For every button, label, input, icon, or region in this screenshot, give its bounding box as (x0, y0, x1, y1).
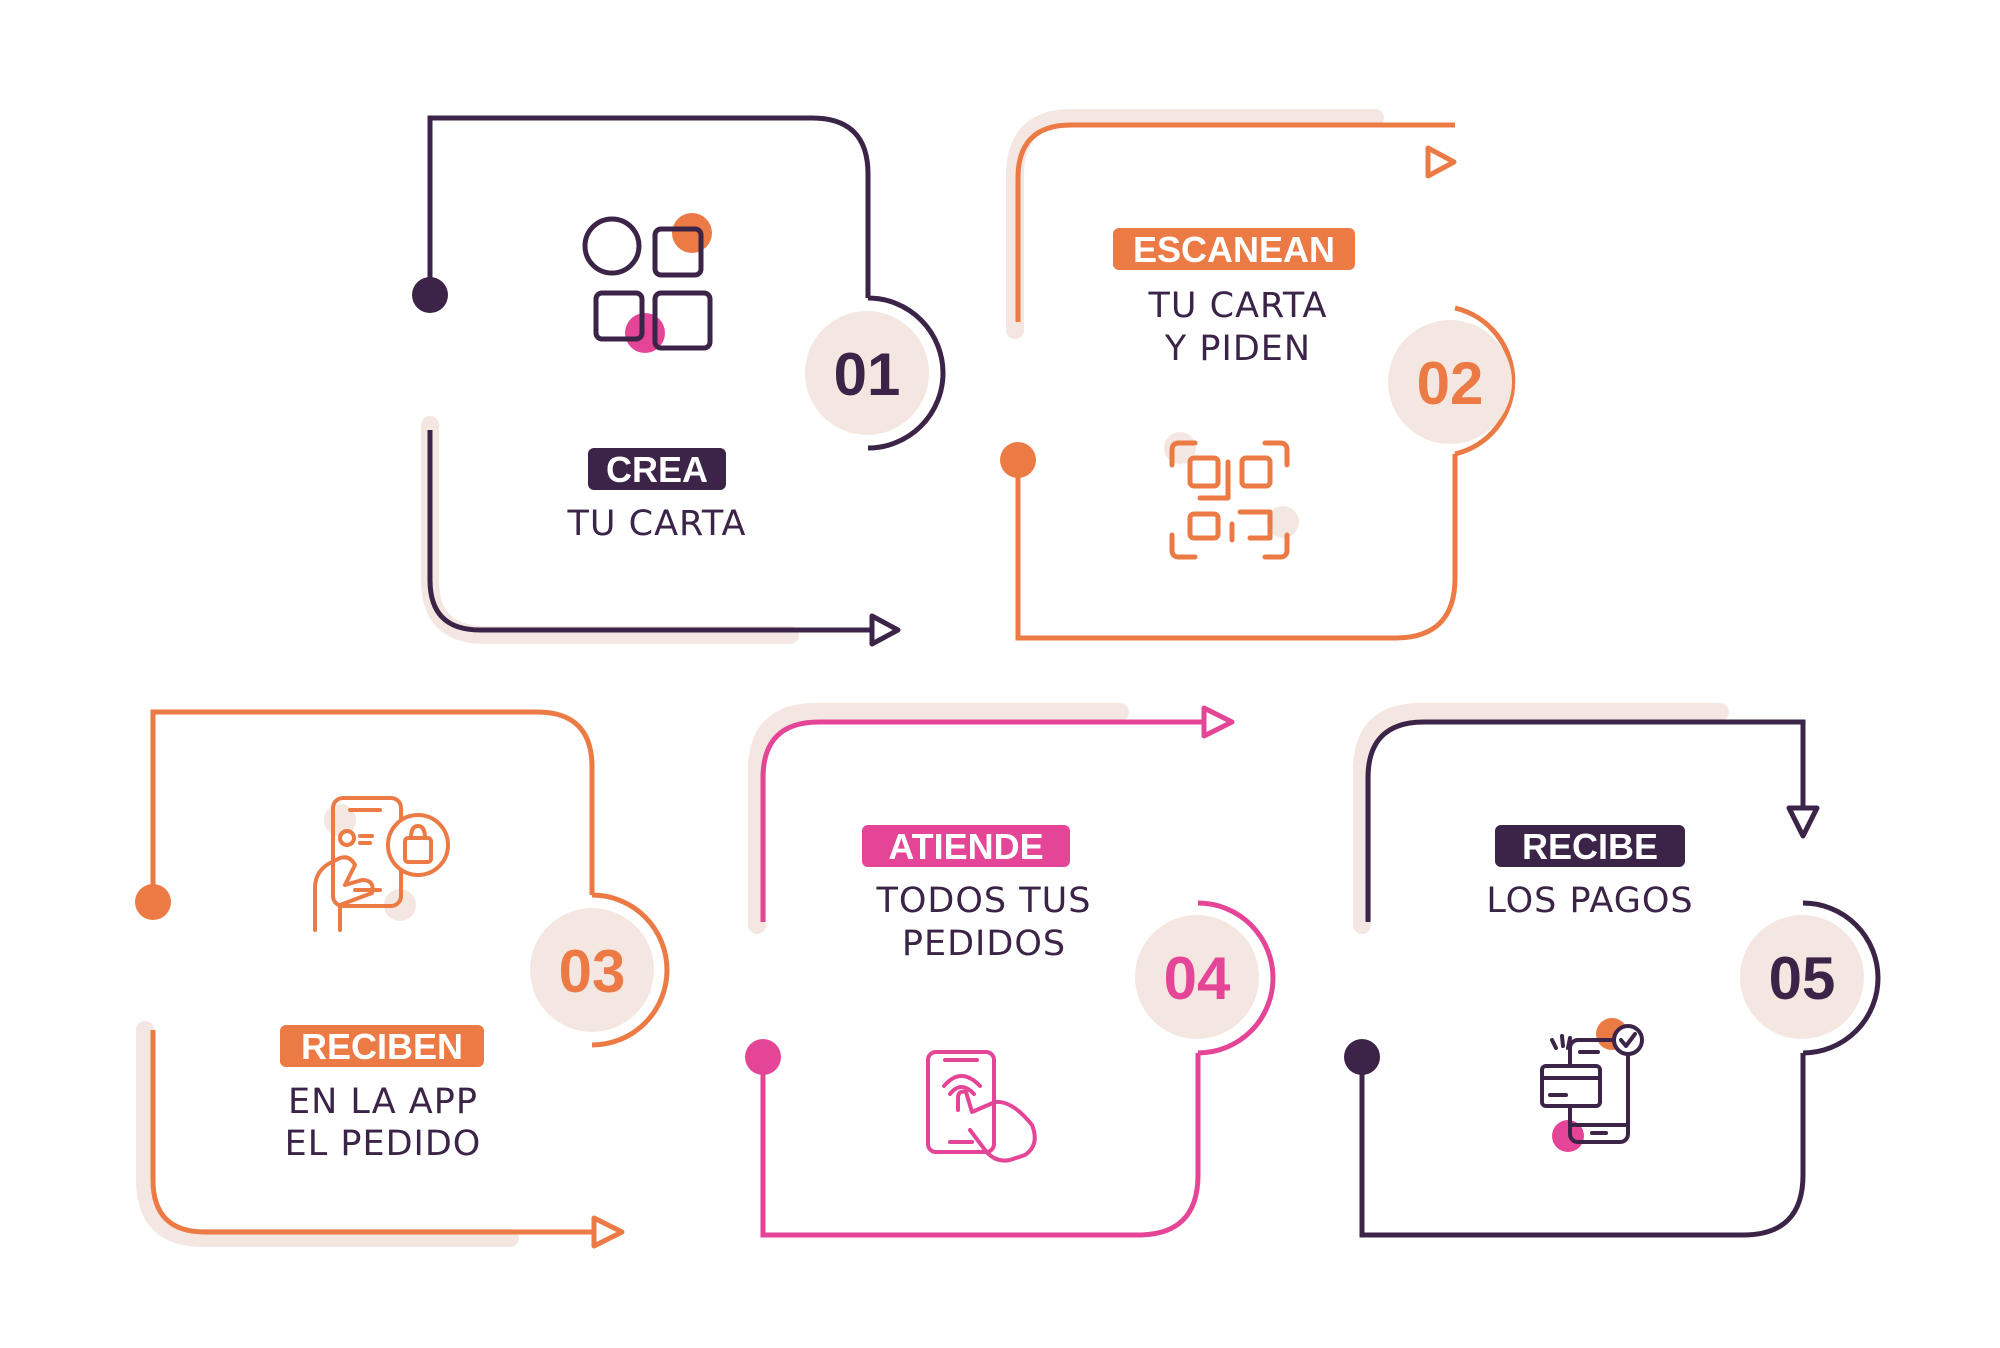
step-03-frame-bottom (150, 1030, 598, 1235)
step-03-badge-bg (280, 1025, 484, 1067)
step-03: 03 RECIBEN EN LA APP EL PEDIDO (135, 709, 670, 1249)
step-02-shadow-line (1006, 109, 1384, 339)
step-03-number-arc (591, 892, 670, 1048)
step-05-number-arc (1802, 900, 1881, 1056)
qr-code-icon (1164, 432, 1299, 560)
step-05-number-bubble (1740, 915, 1864, 1039)
step-04-line-2: PEDIDOS (902, 924, 1066, 964)
step-03-number: 03 (559, 938, 626, 1005)
step-05-start-dot (1344, 1039, 1380, 1075)
step-04-shadow-line (748, 703, 1129, 934)
step-04-frame-top (760, 719, 1208, 922)
step-02-arrowhead (1425, 145, 1457, 179)
step-01-badge: CREA (606, 449, 708, 490)
step-02-number-arc (1454, 305, 1516, 457)
step-01-arrowhead (869, 613, 901, 647)
step-04-line-1: TODOS TUS (876, 881, 1092, 921)
step-01-frame-bottom (427, 430, 872, 633)
step-03-badge: RECIBEN (301, 1026, 463, 1067)
step-02-start-dot (1000, 442, 1036, 478)
step-02-line-2: Y PIDEN (1164, 329, 1311, 369)
step-01-number: 01 (834, 341, 901, 408)
step-04-number-arc (1197, 900, 1276, 1056)
step-02-number: 02 (1417, 350, 1484, 417)
step-04-frame-bottom (760, 1053, 1201, 1238)
menu-grid-icon (582, 213, 713, 353)
step-01-line-1: TU CARTA (567, 504, 747, 544)
step-01: 01 CREA TU CARTA (412, 115, 946, 647)
step-02-line-1: TU CARTA (1148, 286, 1328, 326)
step-04-number-bubble (1135, 915, 1259, 1039)
step-03-frame-top (150, 709, 595, 900)
step-02-frame-bottom (1015, 454, 1458, 641)
step-04-number: 04 (1164, 945, 1231, 1012)
step-01-start-dot (412, 277, 448, 313)
step-03-number-bubble (530, 908, 654, 1032)
step-01-frame-top (427, 115, 871, 298)
step-03-arrowhead (591, 1215, 625, 1249)
step-02-frame-top (1015, 122, 1455, 322)
step-04: 04 ATIENDE TODOS TUS PEDIDOS (745, 703, 1276, 1238)
step-05-arrowhead (1786, 805, 1820, 839)
step-02: 02 ESCANEAN TU CARTA Y PIDEN (1000, 109, 1516, 641)
step-03-line-1: EN LA APP (288, 1082, 478, 1122)
step-01-number-bubble (805, 311, 929, 435)
step-02-badge-bg (1113, 228, 1355, 270)
step-05-frame-bottom (1359, 1053, 1806, 1238)
step-02-number-bubble (1388, 320, 1512, 444)
step-01-badge-bg (588, 448, 726, 490)
mobile-payment-icon (1540, 1018, 1644, 1152)
step-01-number-arc (867, 295, 946, 451)
step-04-start-dot (745, 1039, 781, 1075)
step-03-start-dot (135, 884, 171, 920)
step-04-badge-bg (862, 825, 1070, 867)
step-05-shadow-line (1353, 703, 1729, 934)
step-05-number: 05 (1769, 945, 1836, 1012)
step-05-badge: RECIBE (1522, 826, 1658, 867)
step-02-badge: ESCANEAN (1133, 229, 1335, 270)
step-04-arrowhead (1201, 705, 1235, 739)
step-05-badge-bg (1495, 825, 1685, 867)
step-05: 05 RECIBE LOS PAGOS (1344, 703, 1881, 1238)
tablet-touch-icon (926, 1050, 1037, 1163)
phone-order-icon (313, 796, 450, 932)
step-03-line-2: EL PEDIDO (285, 1124, 482, 1164)
step-05-line-1: LOS PAGOS (1486, 881, 1693, 921)
step-04-badge: ATIENDE (888, 826, 1043, 867)
step-03-shadow-line (136, 1021, 519, 1247)
step-05-frame-top (1365, 719, 1806, 922)
